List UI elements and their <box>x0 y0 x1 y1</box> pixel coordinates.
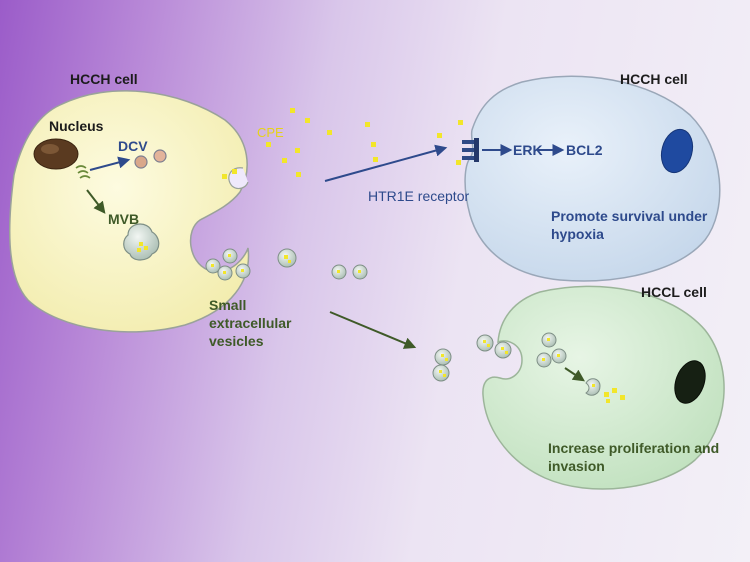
arrow-vesicles-to-hccl <box>329 311 417 349</box>
label-vesicles-line2: extracellular <box>209 315 292 331</box>
nucleus-highlight <box>41 144 59 154</box>
arrow-cpe-to-hcch <box>324 144 448 182</box>
label-cpe: CPE <box>257 125 284 140</box>
label-survival-line1: Promote survival under <box>551 208 708 224</box>
label-nucleus: Nucleus <box>49 118 104 134</box>
label-dcv: DCV <box>118 138 148 154</box>
label-mvb: MVB <box>108 211 140 227</box>
label-bcl2: BCL2 <box>566 142 603 158</box>
label-survival-line2: hypoxia <box>551 226 604 242</box>
arrow-to-mvb <box>86 189 106 214</box>
label-vesicles-line3: vesicles <box>209 333 264 349</box>
label-vesicles-line1: Small <box>209 297 247 313</box>
label-prolif-line2: invasion <box>548 458 605 474</box>
arrow-to-endosome <box>564 367 585 382</box>
target-cell-hcch <box>464 75 721 282</box>
label-target-cell-top: HCCH cell <box>620 71 688 87</box>
label-target-cell-bottom: HCCL cell <box>641 284 707 300</box>
dcv-vesicle-1 <box>134 155 148 169</box>
label-prolif-line1: Increase proliferation and <box>548 440 720 456</box>
target-nucleus-blue <box>660 128 694 174</box>
label-receptor: HTR1E receptor <box>368 188 470 204</box>
htr1e-receptor-icon <box>462 138 479 162</box>
dcv-vesicle-2 <box>153 149 167 163</box>
nucleus <box>33 138 79 170</box>
cpe-particles <box>222 108 463 179</box>
label-erk: ERK <box>513 142 543 158</box>
target-nucleus-dark <box>674 360 706 404</box>
golgi-icon <box>75 165 91 179</box>
arrow-to-dcv <box>89 156 131 171</box>
label-source-cell: HCCH cell <box>70 71 138 87</box>
